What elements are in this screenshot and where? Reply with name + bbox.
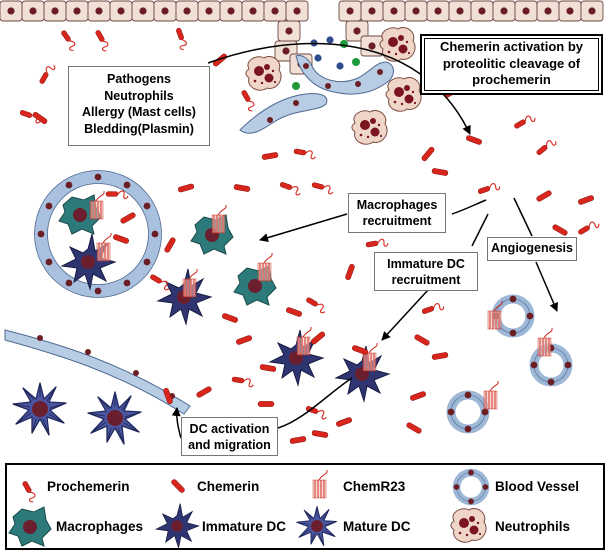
legend-mature-dc: Mature DC [343, 519, 411, 534]
macrophage-recruitment-line-2: recruitment [362, 214, 432, 228]
legend: Prochemerin Chemerin ChemR23 Blood Vesse… [5, 463, 605, 550]
chemerin-icon [170, 478, 186, 494]
dc-migration-label: DC activation and migration [181, 417, 278, 456]
immature-dc-recruitment-line-1: Immature DC [387, 257, 465, 271]
immature-dc-recruitment-line-2: recruitment [391, 273, 461, 287]
legend-icons [8, 465, 603, 548]
mature-dc-icon [296, 506, 337, 546]
vessel-loop-left [34, 170, 162, 298]
trigger-label-box: Pathogens Neutrophils Allergy (Mast cell… [68, 66, 210, 146]
trigger-allergy: Allergy (Mast cells) [82, 105, 196, 119]
activation-line-2: proteolitic cleavage of [442, 55, 581, 71]
legend-prochemerin: Prochemerin [47, 479, 130, 494]
activation-line-1: Chemerin activation by [439, 39, 584, 54]
legend-blood-vessel: Blood Vessel [495, 479, 580, 494]
macrophage-recruitment-label: Macrophages recruitment [348, 193, 446, 233]
immature-dc-recruitment-label: Immature DC recruitment [374, 252, 478, 291]
angiogenesis-text: Angiogenesis [491, 241, 573, 255]
trigger-neutrophils: Neutrophils [104, 88, 174, 103]
activation-line-3: prochemerin [472, 72, 551, 87]
arrows [171, 42, 558, 439]
legend-chemr23: ChemR23 [343, 479, 406, 494]
dc-migration-line-1: DC activation [189, 422, 270, 436]
legend-immature-dc: Immature DC [202, 519, 287, 534]
dc-migration-line-2: and migration [188, 438, 271, 452]
macrophage-icon [8, 506, 52, 547]
trigger-pathogens: Pathogens [107, 72, 171, 86]
prochemerin-icon [19, 479, 39, 504]
trigger-bleeding: Bledding(Plasmin) [84, 121, 194, 136]
activation-label-box: Chemerin activation by proteolitic cleav… [420, 34, 603, 95]
vessel-fragment-left [4, 329, 191, 415]
mature-dc-group [12, 382, 142, 445]
chemr23-icon [312, 469, 328, 499]
legend-macrophages: Macrophages [56, 519, 144, 534]
neutrophil-icon [450, 507, 487, 543]
vessels-right [448, 296, 572, 433]
macrophages-recruited [190, 204, 277, 306]
legend-chemerin: Chemerin [197, 479, 260, 494]
immature-dc-icon [155, 503, 200, 548]
legend-neutrophils: Neutrophils [495, 519, 571, 534]
macrophage-recruitment-line-1: Macrophages [356, 198, 438, 212]
blood-vessel-icon [454, 470, 489, 505]
angiogenesis-label: Angiogenesis [487, 237, 577, 261]
